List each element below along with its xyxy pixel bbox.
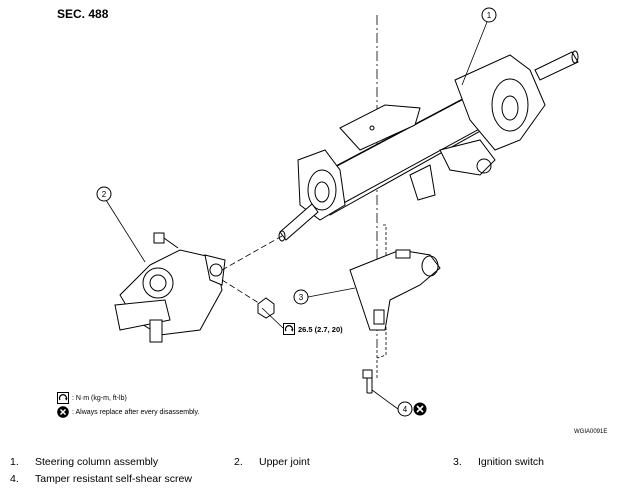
callout-2: 2 [102, 190, 107, 199]
replace-x-icon [413, 402, 427, 416]
steering-column-assembly [278, 50, 579, 242]
upper-joint [114, 232, 283, 343]
section-title: SEC. 488 [57, 7, 109, 21]
exploded-diagram: 1 2 3 4 [96, 7, 579, 417]
part-item: 2. Upper joint [234, 456, 310, 468]
part-item: 3. Ignition switch [453, 456, 544, 468]
callout-4: 4 [403, 405, 408, 414]
part-number: 4. [10, 473, 19, 485]
part-number: 1. [10, 456, 19, 468]
callout-1: 1 [487, 11, 492, 20]
part-name: Tamper resistant self-shear screw [35, 473, 192, 485]
legend-torque: : N·m (kg-m, ft-lb) [57, 392, 127, 404]
ignition-switch [349, 249, 441, 331]
part-number: 3. [453, 456, 462, 468]
figure-id: WGIA0091E [574, 429, 608, 435]
part-name: Upper joint [259, 456, 310, 468]
legend-replace: : Always replace after every disassembly… [57, 406, 199, 418]
legend-replace-text: : Always replace after every disassembly… [72, 408, 200, 416]
torque-value: 26.5 (2.7, 20) [298, 324, 343, 334]
replace-x-icon [57, 406, 69, 418]
part-name: Ignition switch [478, 456, 544, 468]
legend-torque-text: : N·m (kg-m, ft-lb) [72, 394, 127, 402]
torque-wrench-icon [57, 392, 69, 404]
torque-annotation: 26.5 (2.7, 20) [283, 323, 343, 335]
part-item: 1. Steering column assembly [10, 456, 158, 468]
callout-3: 3 [299, 293, 304, 302]
part-name: Steering column assembly [35, 456, 159, 468]
part-number: 2. [234, 456, 243, 468]
torque-wrench-icon [283, 323, 295, 335]
part-item: 4. Tamper resistant self-shear screw [10, 473, 192, 485]
self-shear-screw [362, 369, 373, 394]
